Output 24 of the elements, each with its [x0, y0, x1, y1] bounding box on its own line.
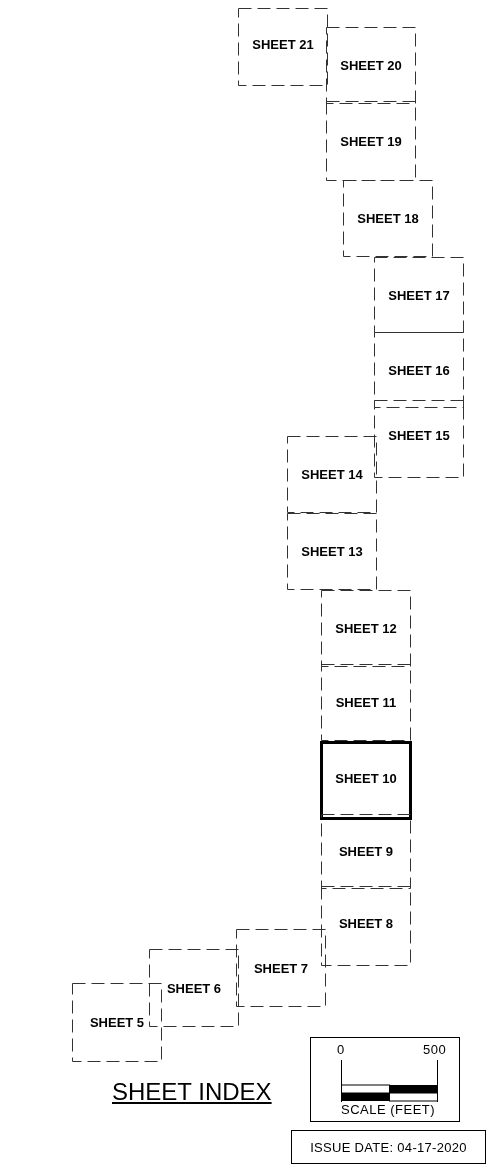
issue-date-text: ISSUE DATE: 04-17-2020 [310, 1139, 467, 1155]
sheet-label: SHEET 8 [338, 915, 394, 931]
sheet-label: SHEET 20 [340, 58, 402, 73]
sheet-label: SHEET 21 [252, 36, 314, 52]
sheet-label: SHEET 13 [301, 544, 363, 559]
sheet-label: SHEET 18 [357, 211, 419, 226]
scale-bar-panel [310, 1037, 460, 1122]
scale-value: 0 [337, 1042, 345, 1057]
sheet-label: SHEET 16 [388, 362, 450, 378]
sheet-label: SHEET 15 [388, 428, 450, 443]
scale-value: 500 [423, 1042, 447, 1057]
sheet-label: SHEET 6 [166, 980, 222, 996]
sheet-label: SHEET 10 [335, 771, 397, 786]
scale-caption: SCALE (FEET) [341, 1102, 436, 1117]
sheet-label: SHEET 5 [89, 1015, 145, 1030]
sheet-label: SHEET 12 [335, 621, 397, 636]
issue-date-box [291, 1130, 486, 1164]
sheet-label: SHEET 17 [388, 287, 450, 303]
sheet-label: SHEET 9 [338, 844, 394, 859]
sheet-label: SHEET 11 [335, 695, 397, 710]
sheet-label: SHEET 19 [340, 133, 402, 149]
sheet-label: SHEET 14 [301, 467, 363, 482]
sheet-label: SHEET 7 [253, 960, 309, 976]
index-title: SHEET INDEX [112, 1078, 272, 1106]
